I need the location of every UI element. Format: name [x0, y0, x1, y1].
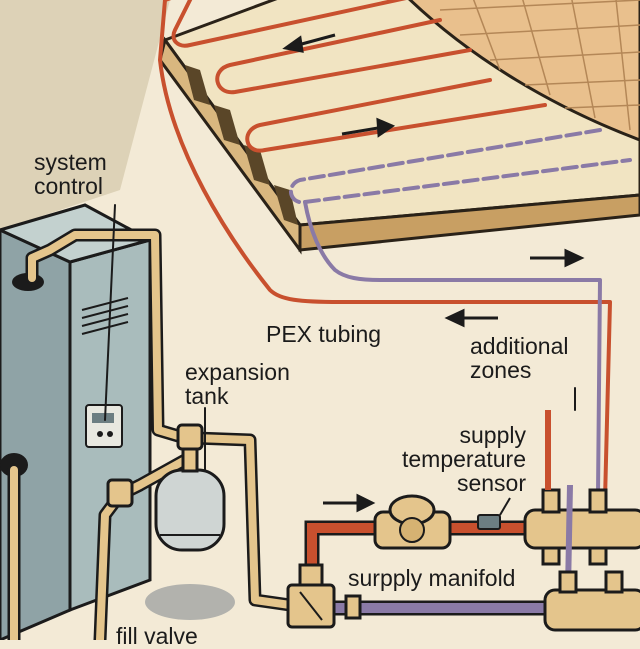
background-shadow — [0, 0, 170, 230]
label-line: additional — [470, 333, 569, 359]
label-line: temperature — [401, 446, 526, 472]
supply-line — [304, 520, 558, 616]
arrow-left-icon — [282, 33, 336, 53]
arrow-left-icon — [444, 308, 498, 328]
label-pex-tubing: PEX tubing — [266, 321, 382, 347]
return-manifold — [543, 570, 640, 632]
manifold-port — [541, 488, 561, 514]
label-line: control — [34, 173, 104, 199]
label-line: zones — [470, 357, 532, 383]
floor-joist — [214, 105, 240, 145]
control-wire — [104, 204, 116, 421]
tank-body — [154, 468, 226, 552]
label-line: tank — [185, 383, 229, 409]
tank-valve — [176, 423, 204, 451]
arrow-right-icon — [323, 493, 376, 513]
label-additional-zones: additional zones — [470, 334, 568, 382]
tank-connector — [181, 447, 199, 473]
floor-joist — [185, 65, 210, 105]
tile-floor — [408, 0, 640, 142]
label-line: system — [34, 149, 107, 175]
manifold-port — [604, 570, 624, 594]
pex-loop-supply — [215, 18, 472, 95]
pex-run-supply — [158, 0, 612, 502]
pex-run-return — [303, 200, 602, 497]
manifold-port — [558, 570, 578, 594]
pex-loop-supply — [171, 0, 407, 48]
copper-pipe — [191, 434, 294, 609]
label-supply-manifold: surpply manifold — [348, 565, 516, 591]
pex-loops — [158, 0, 632, 502]
pex-loop-supply — [245, 78, 547, 153]
label-expansion-tank: expansion tank — [185, 360, 290, 408]
supply-pipe — [307, 523, 385, 575]
mixing-valve — [286, 563, 362, 629]
label-line: expansion — [185, 359, 290, 385]
arrow-right-icon — [341, 117, 396, 138]
floor-joist — [244, 145, 270, 185]
manifold-port — [588, 546, 608, 566]
manifold-port — [588, 488, 608, 514]
label-fill-valve: fill valve — [116, 623, 198, 649]
thermostat-panel — [85, 404, 123, 448]
supply-manifold — [523, 410, 640, 591]
label-line: supply — [459, 422, 526, 448]
copper-pipe — [28, 231, 189, 442]
temperature-sensor — [477, 497, 511, 530]
thermostat-display — [92, 413, 114, 423]
label-system-control: system control — [34, 150, 107, 198]
manifold-port — [541, 546, 561, 566]
fill-valve-body — [106, 478, 134, 508]
expansion-tank — [106, 423, 235, 620]
floor-joist — [274, 185, 298, 225]
circulator-pump — [373, 494, 452, 550]
flow-arrows — [282, 33, 585, 513]
label-line: sensor — [456, 470, 526, 496]
tank-shadow — [145, 584, 235, 620]
arrow-right-icon — [530, 248, 585, 268]
boiler — [0, 203, 155, 640]
label-supply-temperature-sensor: supply temperature sensor — [374, 423, 526, 495]
